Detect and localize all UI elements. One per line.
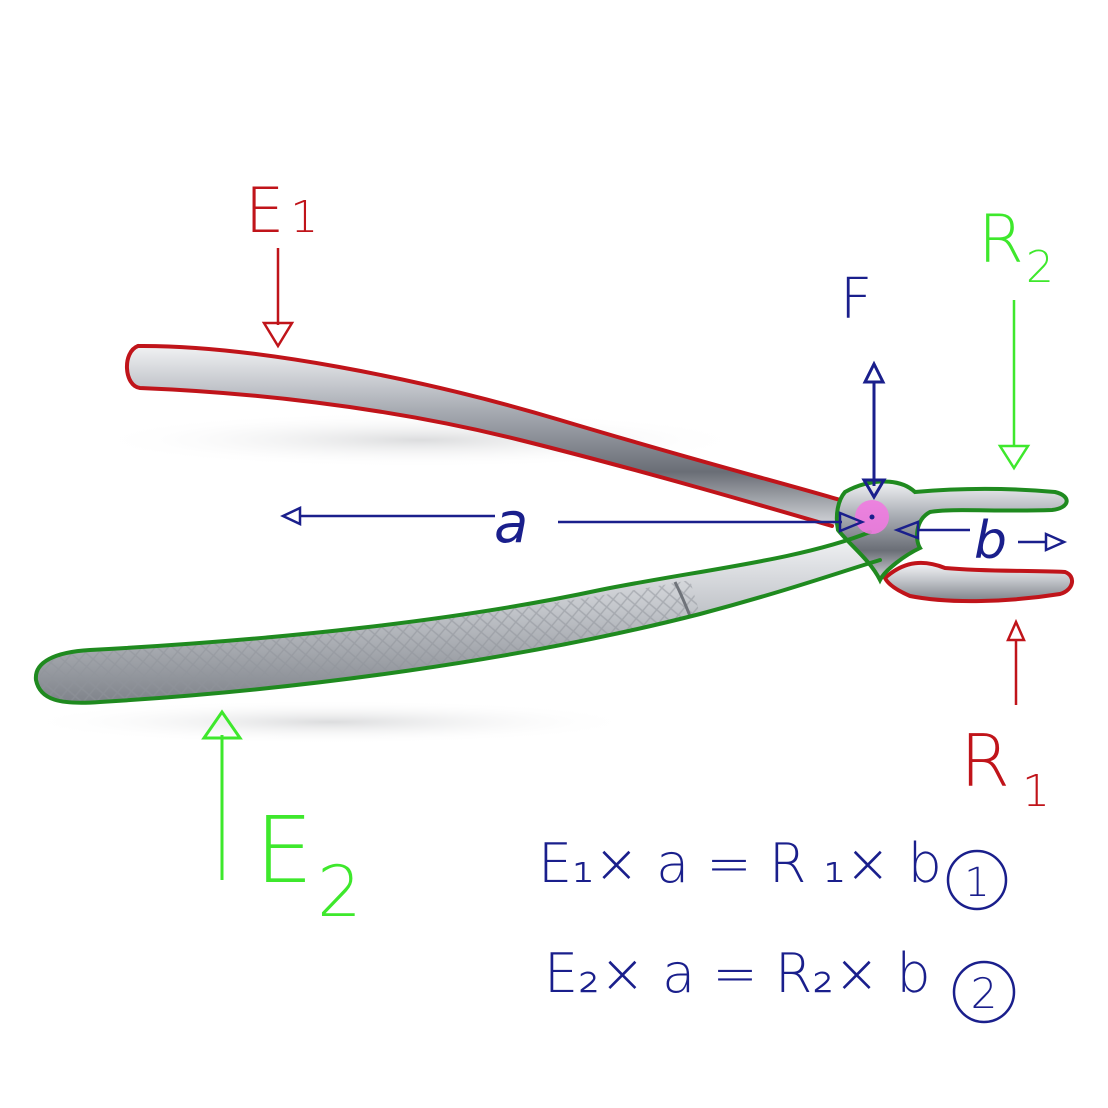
equation-2-number-circle [952,960,1016,1024]
arm-a-label: a [494,491,528,556]
lower-jaw-outline [883,560,1074,604]
equation-1-number: 1 [964,860,989,906]
equation-2-number: 2 [971,969,998,1018]
lower-handle [35,532,880,703]
e2-label: E2 [255,797,362,933]
arm-b-label: b [974,511,1007,571]
lower-handle-outline [33,530,882,705]
lower-handle-shadow [20,700,640,744]
e1-force-arrow [261,248,295,349]
jaw-outline [834,479,1069,585]
arm-b-dimension [893,520,1068,552]
upper-handle [126,345,846,526]
fulcrum-label: F [840,267,872,332]
equation-1: E₁× a = R ₁× b [538,832,942,895]
r2-label: R2 [978,201,1054,293]
upper-handle-outline [124,343,842,528]
equation-1-number-circle [946,849,1008,911]
equation-2: E₂× a = R₂× b [544,942,931,1005]
e2-force-arrow [201,709,243,880]
r2-force-arrow [997,300,1031,471]
fulcrum-center-dot [869,514,875,520]
fulcrum-force-arrow [861,360,887,500]
hinge-and-upper-jaw [836,481,1067,580]
arm-a-dimension [280,506,866,533]
r1-force-arrow [1006,618,1026,705]
